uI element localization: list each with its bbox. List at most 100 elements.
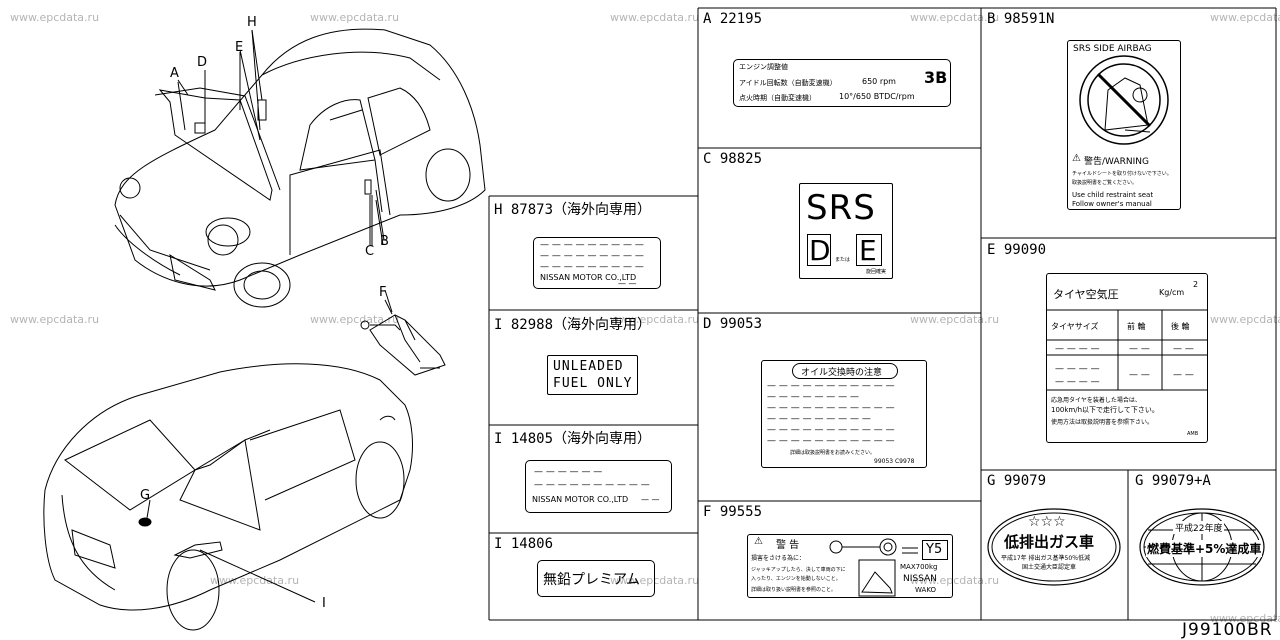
label-d: オイル交換時の注意 — — — — — — — — — — —— — — — —… — [761, 360, 927, 468]
label-d-foot: 詳細は取扱説明書をお読みください。 — [790, 450, 876, 456]
jack-warning-icons — [829, 538, 918, 597]
panel-h-title: H 87873（海外向専用） — [494, 202, 652, 218]
label-e-cell: — — — [1173, 344, 1194, 354]
panel-d-title: D 99053 — [703, 316, 763, 332]
low-emission-oval-inner — [991, 512, 1117, 582]
label-e-mark: AMB — [1187, 431, 1199, 437]
label-c-small1: または — [835, 257, 851, 263]
panel-i2-title: I 14805（海外向専用） — [494, 431, 652, 447]
label-e-note3: 使用方法は取扱説明書を参照下さい。 — [1051, 419, 1154, 426]
panel-i3-title: I 14806 — [494, 536, 554, 552]
label-i2-line: — — — — — — — — — — — [534, 480, 650, 490]
label-f-line3: 詳細は取り扱い説明書を参照のこと。 — [751, 587, 837, 593]
drawing-number: J99100BR — [1182, 620, 1273, 640]
leader-lines — [146, 29, 393, 603]
panel-g2-title: G 99079+A — [1135, 473, 1211, 489]
label-f-nissan: NISSAN — [903, 574, 937, 584]
rear-car-drawing — [43, 363, 413, 631]
label-e: タイヤ空気圧 Kg/cm 2 タイヤサイズ 前 輪 後 輪 — — — — — … — [1046, 273, 1208, 443]
label-a-row1-label: アイドル回転数（自動変速機） — [739, 79, 837, 87]
label-i2-tail: — — — [641, 495, 660, 504]
label-d-head: オイル交換時の注意 — [801, 368, 883, 378]
panel-g1-title: G 99079 — [987, 473, 1047, 489]
callout-f: F — [379, 285, 387, 300]
label-b-en2: Follow owner's manual — [1072, 200, 1152, 208]
label-g1-stars: ☆☆☆ — [1028, 514, 1066, 530]
label-h-line: — — — — — — — — — — [540, 251, 644, 261]
label-e-cell: — — — [1173, 370, 1194, 380]
label-e-col2: 前 輪 — [1127, 322, 1146, 331]
watermark: www.epcdata.ru — [310, 11, 400, 24]
label-i1-line2: FUEL ONLY — [553, 376, 633, 391]
callout-e: E — [235, 40, 244, 55]
callout-a: A — [170, 66, 179, 81]
label-f-wako: WAKO — [915, 586, 937, 594]
label-i1-line1: UNLEADED — [553, 359, 624, 374]
label-a: エンジン調整値 アイドル回転数（自動変速機） 650 rpm 点火時期（自動変速… — [733, 59, 951, 107]
callout-c: C — [365, 244, 375, 259]
panel-a-title: A 22195 — [703, 11, 763, 27]
label-c-srs: SRS — [806, 188, 876, 228]
label-a-row2-value: 10°/650 BTDC/rpm — [839, 92, 915, 101]
callout-b: B — [380, 234, 389, 249]
label-a-badge: 3B — [924, 68, 948, 87]
frame-lines — [488, 7, 1277, 621]
label-e-head: タイヤ空気圧 — [1053, 288, 1119, 301]
label-c-d: D — [809, 234, 831, 267]
label-a-row2-label: 点火時期（自動変速機） — [739, 94, 816, 102]
label-c-small2: 旋回確実 — [866, 269, 887, 275]
label-i2-maker: NISSAN MOTOR CO.,LTD — [532, 495, 629, 504]
watermark: www.epcdata.ru — [610, 313, 700, 326]
label-e-note1: 応急用タイヤを装着した場合は、 — [1051, 397, 1141, 404]
label-f-warn-icon: ⚠ — [754, 536, 763, 547]
watermark: www.epcdata.ru — [310, 313, 400, 326]
label-e-cell: — — — — — [1055, 344, 1100, 354]
label-g1-main: 低排出ガス車 — [1004, 533, 1095, 551]
panel-c-title: C 98825 — [703, 151, 763, 167]
watermark: www.epcdata.ru — [610, 11, 700, 24]
front-car-drawing — [114, 28, 486, 308]
label-g1-sub2: 国土交通大臣認定車 — [1022, 564, 1077, 571]
label-c-d-box: D — [807, 234, 831, 267]
label-e-cell: — — — — — [1055, 377, 1100, 387]
label-h: — — — — — — — — — — — — — — — — — — — — … — [533, 237, 661, 289]
label-e-cell: — — — [1129, 344, 1150, 354]
label-i2-line: — — — — — — — [534, 467, 603, 477]
label-i1: UNLEADED FUEL ONLY — [547, 355, 638, 395]
label-g1-sub1: 平成17年 排出ガス基準50％低減 — [1001, 555, 1091, 562]
label-b-warn: 警告/WARNING — [1084, 157, 1149, 167]
label-i3-text: 無鉛プレミアム — [543, 572, 641, 588]
watermark: www.epcdata.ru — [10, 11, 100, 24]
label-e-col1: タイヤサイズ — [1051, 322, 1099, 331]
label-b-warn-icon: ⚠ — [1072, 153, 1081, 164]
label-c-e-box: E — [856, 234, 882, 267]
callout-h: H — [247, 15, 257, 30]
label-b-jp2: 取扱説明書をご覧ください。 — [1072, 180, 1138, 186]
label-f-max: MAX700kg — [900, 563, 938, 571]
label-c-e: E — [859, 234, 877, 267]
panel-b-title: B 98591N — [987, 11, 1055, 27]
label-h-line: — — — — — — — — — — [540, 262, 644, 272]
label-e-col3: 後 輪 — [1171, 322, 1190, 331]
label-b-jp1: チャイルドシートを取り付けないで下さい。 — [1072, 171, 1172, 177]
watermark: www.epcdata.ru — [910, 11, 1000, 24]
label-c: SRS D E または 旋回確実 — [799, 183, 893, 279]
label-f-y5-box: Y5 — [922, 540, 948, 560]
watermark: www.epcdata.ru — [1210, 612, 1280, 625]
panel-i1-title: I 82988（海外向専用） — [494, 317, 652, 333]
watermark: www.epcdata.ru — [1210, 313, 1280, 326]
label-f-y5: Y5 — [926, 542, 943, 557]
label-i3: 無鉛プレミアム — [537, 560, 655, 597]
label-d-lines: — — — — — — — — — — —— — — — — — — —— — … — [767, 381, 895, 446]
label-g2-main: 燃費基準+5%達成車 — [1146, 540, 1263, 557]
panel-f-title: F 99555 — [703, 504, 763, 520]
label-e-note2: 100km/h以下で走行して下さい。 — [1051, 406, 1159, 414]
watermark: www.epcdata.ru — [210, 574, 300, 587]
no-child-seat-icon — [1079, 55, 1169, 145]
label-f-line0: 損害をさける為に： — [751, 555, 806, 562]
label-i2: — — — — — — — — — — — — — — — — NISSAN M… — [525, 460, 672, 513]
label-g2-year: 平成22年度 — [1173, 521, 1225, 534]
tire-table-grid — [1047, 309, 1207, 391]
label-a-head: エンジン調整値 — [739, 63, 788, 71]
